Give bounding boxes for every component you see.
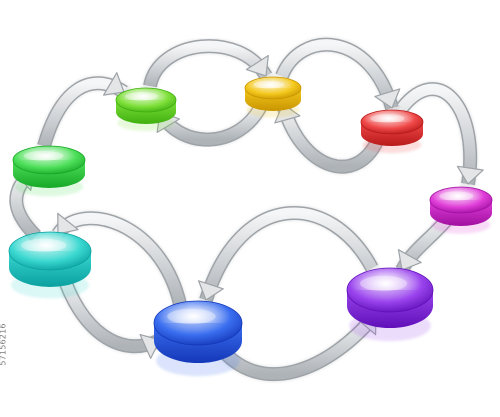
node-magenta: [429, 186, 493, 234]
arrow-blue-to-cyan-head: [57, 212, 79, 235]
arrow-purple-to-blue: [197, 205, 380, 308]
arrow-blue-to-cyan: [50, 210, 188, 312]
node-purple: [346, 267, 434, 342]
arrow-green-to-yellow-head: [245, 54, 269, 77]
arrow-magenta-to-purple-head: [397, 249, 422, 271]
arrow-green-to-yellow: [142, 38, 274, 94]
image-id-text: 57156216: [0, 323, 8, 366]
arrow-lime-to-green-head: [103, 72, 125, 96]
arrow-red-to-magenta: [394, 81, 484, 192]
arrow-red-to-magenta-head: [456, 165, 484, 185]
node-layer: [8, 76, 493, 377]
arrow-yellow-to-red: [274, 36, 401, 116]
arrow-lime-to-green: [36, 72, 132, 154]
node-green: [115, 87, 177, 132]
arrow-yellow-to-red-head: [374, 88, 401, 109]
node-blue: [153, 300, 243, 377]
node-red: [360, 109, 424, 154]
arrow-purple-to-blue-head: [197, 280, 224, 301]
node-lime: [12, 145, 86, 197]
node-yellow: [244, 76, 302, 118]
node-cyan: [8, 231, 92, 299]
